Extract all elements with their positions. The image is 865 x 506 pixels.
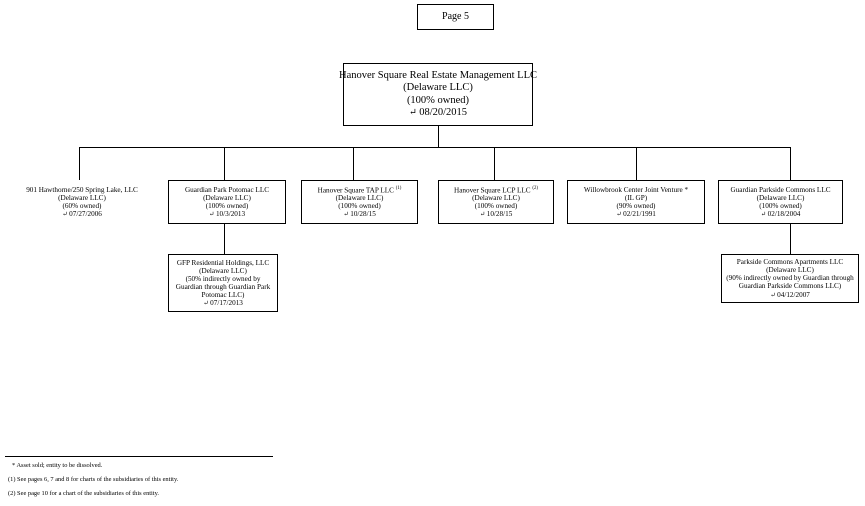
child-entity-date: 07/27/2006 bbox=[62, 210, 102, 218]
child-entity-ownership: (90% owned) bbox=[616, 201, 656, 210]
child-entity-ownership: (100% owned) bbox=[338, 202, 381, 211]
child-entity-box: Guardian Parkside Commons LLC (Delaware … bbox=[718, 180, 843, 224]
child-entity-title: Hanover Square TAP LLC (1) bbox=[318, 186, 402, 194]
grandchild-entity-type: (Delaware LLC) bbox=[766, 266, 814, 275]
child-entity-type: (Delaware LLC) bbox=[335, 194, 384, 203]
child-entity-date: 10/3/2013 bbox=[209, 210, 245, 218]
child-4-connector bbox=[494, 147, 495, 180]
grandchild-entity-ownership: Guardian Parkside Commons LLC) bbox=[738, 282, 842, 291]
child-entity-name: Hanover Square TAP LLC bbox=[317, 185, 394, 194]
grandchild-entity-type: (Delaware LLC) bbox=[199, 266, 247, 275]
grandchild-entity-name: GFP Residential Holdings, LLC bbox=[176, 258, 270, 267]
grandchild-entity-box: Parkside Commons Apartments LLC (Delawar… bbox=[721, 254, 859, 303]
child-entity-ownership: (100% owned) bbox=[759, 201, 802, 210]
root-entity-date: 08/20/2015 bbox=[409, 107, 467, 119]
child-entity-date: 02/21/1991 bbox=[616, 210, 656, 218]
footnote-2: (2) See page 10 for a chart of the subsi… bbox=[8, 490, 159, 497]
child-entity-box: 901 Hawthorne/250 Spring Lake, LLC (Dela… bbox=[14, 180, 150, 224]
child-entity-name: Hanover Square LCP LLC bbox=[454, 185, 531, 194]
footnote-1: (1) See pages 6, 7 and 8 for charts of t… bbox=[8, 476, 179, 483]
child-entity-name: Guardian Parkside Commons LLC bbox=[730, 185, 831, 194]
grandchild-entity-box: GFP Residential Holdings, LLC (Delaware … bbox=[168, 254, 278, 312]
child-entity-type: (Delaware LLC) bbox=[203, 193, 251, 202]
child-entity-date: 02/18/2004 bbox=[761, 210, 801, 218]
child-entity-name: Willowbrook Center Joint Venture * bbox=[583, 185, 689, 194]
grandchild-entity-name: Parkside Commons Apartments LLC bbox=[736, 258, 844, 267]
child-entity-ownership: (100% owned) bbox=[474, 202, 518, 211]
child-5-connector bbox=[636, 147, 637, 180]
footnote-asterisk: * Asset sold; entity to be dissolved. bbox=[12, 462, 103, 469]
page-label-box: Page 5 bbox=[417, 4, 494, 30]
child-entity-type: (Delaware LLC) bbox=[58, 193, 106, 202]
footnote-divider bbox=[5, 456, 273, 457]
child-entity-type: (Delaware LLC) bbox=[756, 193, 805, 202]
grandchild-entity-date: 04/12/2007 bbox=[770, 291, 810, 299]
child-6-connector bbox=[790, 147, 791, 180]
child-entity-note: (1) bbox=[395, 185, 402, 191]
grandchild-entity-date: 07/17/2013 bbox=[203, 299, 243, 307]
child-entity-box: Hanover Square LCP LLC (2) (Delaware LLC… bbox=[438, 180, 554, 224]
grandchild-entity-ownership: (50% indirectly owned by bbox=[185, 274, 261, 283]
children-bus-line bbox=[79, 147, 790, 148]
child-entity-name: Guardian Park Potomac LLC bbox=[184, 185, 270, 194]
grandchild-entity-ownership: Potomac LLC) bbox=[201, 290, 245, 299]
grandchild-entity-ownership: (90% indirectly owned by Guardian throug… bbox=[726, 274, 854, 283]
child-entity-date: 10/28/15 bbox=[343, 210, 376, 218]
root-entity-ownership: (100% owned) bbox=[406, 94, 470, 106]
child-entity-title: Hanover Square LCP LLC (2) bbox=[454, 186, 538, 194]
child-entity-type: (IL GP) bbox=[624, 193, 648, 202]
child-entity-date: 10/28/15 bbox=[480, 210, 513, 218]
grandchild-2-connector bbox=[790, 224, 791, 254]
child-2-connector bbox=[224, 147, 225, 180]
child-entity-note: (2) bbox=[532, 185, 538, 191]
grandchild-1-connector bbox=[224, 224, 225, 254]
root-entity-type: (Delaware LLC) bbox=[403, 82, 473, 94]
child-1-connector bbox=[79, 147, 80, 180]
child-entity-type: (Delaware LLC) bbox=[472, 194, 520, 203]
root-connector bbox=[438, 126, 439, 147]
child-entity-box: Hanover Square TAP LLC (1) (Delaware LLC… bbox=[301, 180, 418, 224]
page-label: Page 5 bbox=[442, 11, 469, 23]
child-3-connector bbox=[353, 147, 354, 180]
child-entity-ownership: (100% owned) bbox=[205, 201, 249, 210]
child-entity-box: Willowbrook Center Joint Venture * (IL G… bbox=[567, 180, 705, 224]
child-entity-ownership: (60% owned) bbox=[62, 201, 102, 210]
grandchild-entity-ownership: Guardian through Guardian Park bbox=[175, 282, 271, 291]
root-entity-box: Hanover Square Real Estate Management LL… bbox=[339, 63, 537, 126]
root-entity-name: Hanover Square Real Estate Management LL… bbox=[339, 70, 537, 82]
child-entity-name: 901 Hawthorne/250 Spring Lake, LLC bbox=[26, 185, 138, 194]
child-entity-box: Guardian Park Potomac LLC (Delaware LLC)… bbox=[168, 180, 286, 224]
